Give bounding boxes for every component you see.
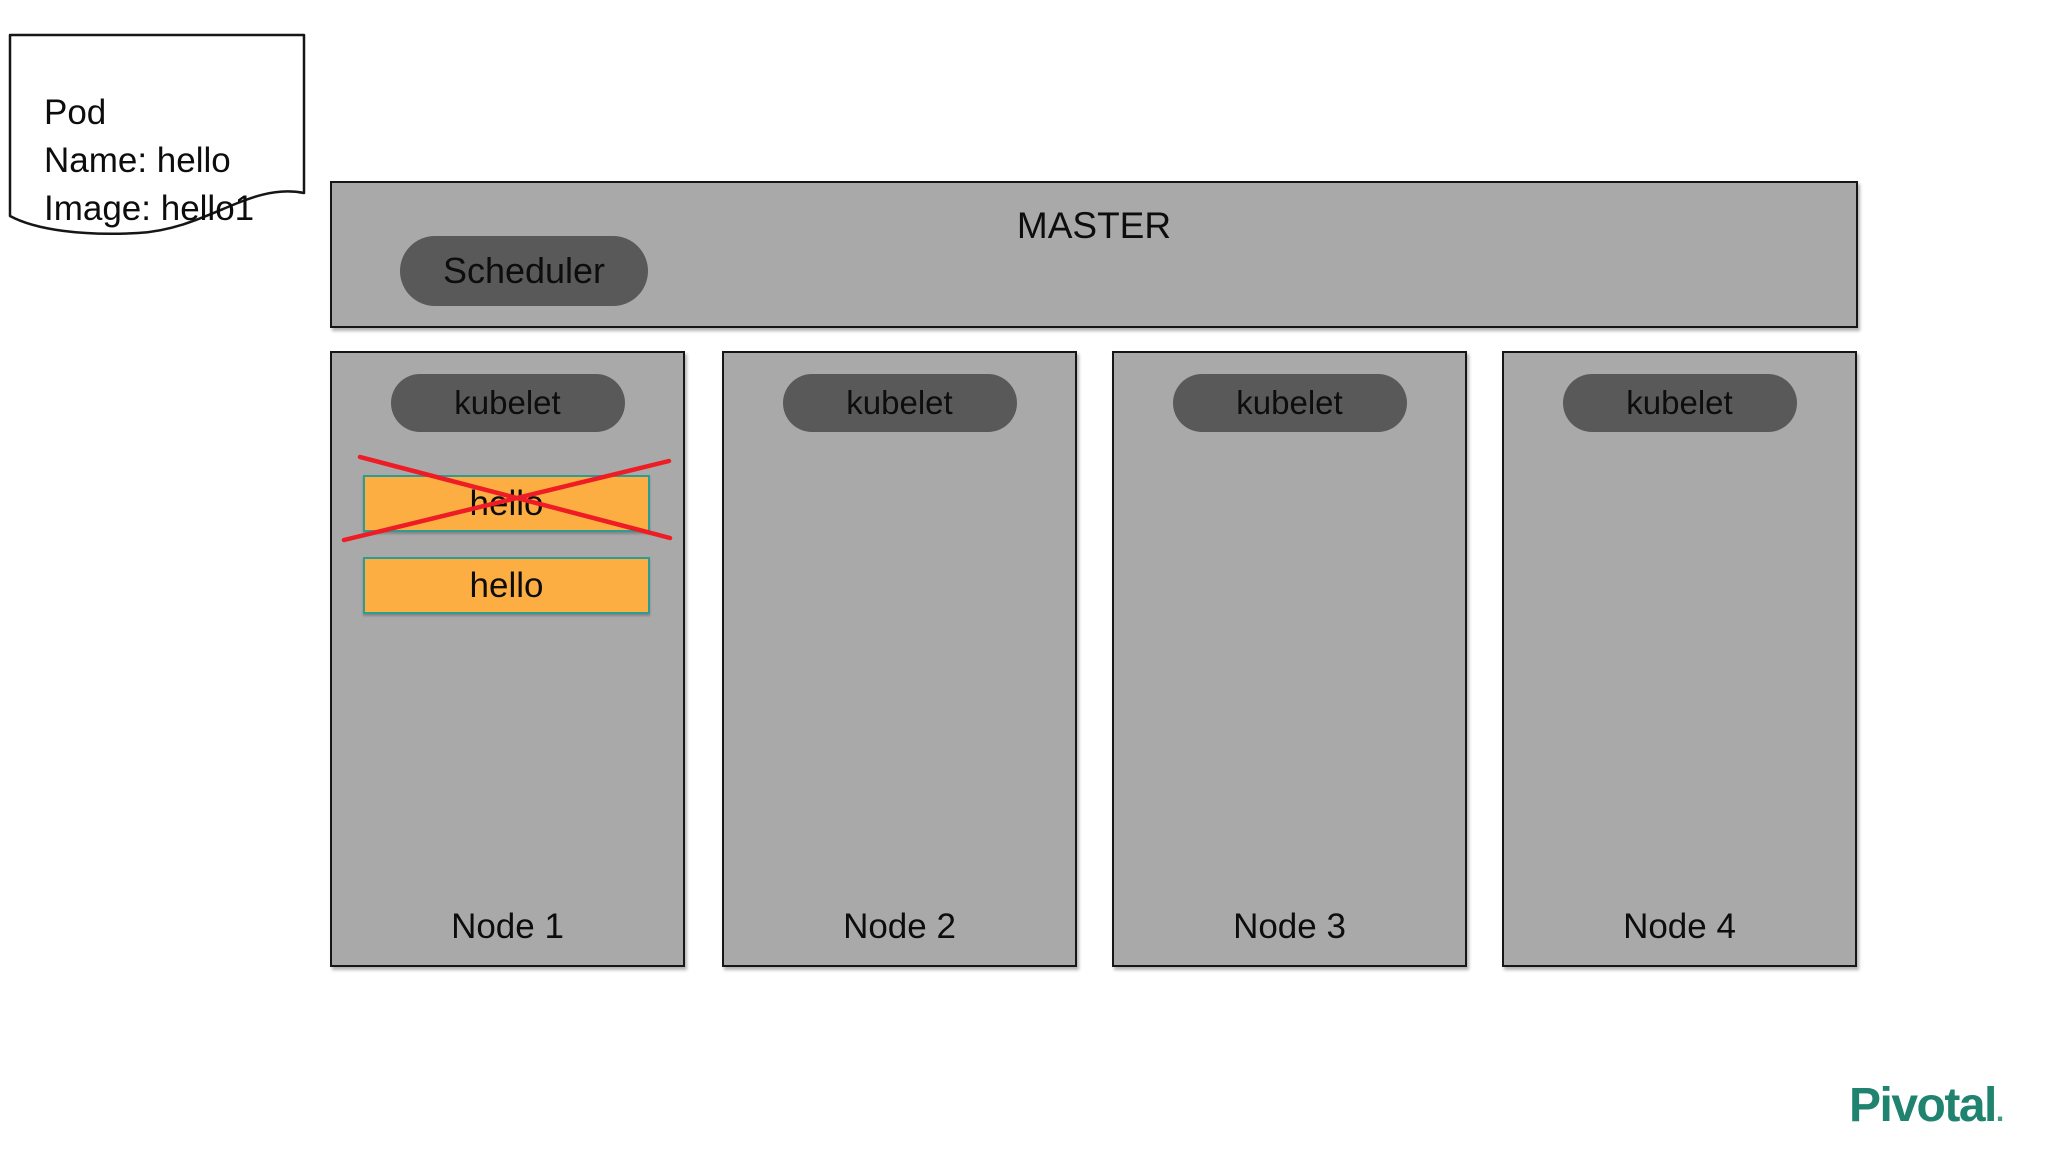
node-1-box: kubelet hello hello Node 1 [330,351,685,967]
node-3-kubelet-pill: kubelet [1172,374,1407,432]
node-4-box: kubelet Node 4 [1502,351,1857,967]
node-4-kubelet-pill: kubelet [1562,374,1797,432]
node-4-label: Node 4 [1623,907,1736,946]
node-2-box: kubelet Node 2 [722,351,1077,967]
pod-hello-crossed: hello [363,475,650,532]
master-box: MASTER Scheduler [330,181,1858,328]
pod-hello-running: hello [363,557,650,614]
scheduler-pill: Scheduler [400,236,648,306]
node-3-box: kubelet Node 3 [1112,351,1467,967]
node-1-kubelet-pill: kubelet [390,374,625,432]
node-2-label: Node 2 [843,907,956,946]
pivotal-logo: Pivotal. [1849,1078,2004,1133]
note-line-name: Name: hello [44,141,231,180]
pivotal-wordmark: Pivotal [1849,1079,1997,1132]
pivotal-trademark-dot: . [1995,1095,2004,1128]
note-line-pod: Pod [44,93,107,132]
node-1-label: Node 1 [451,907,564,946]
master-title: MASTER [1016,205,1172,246]
node-2-kubelet-pill: kubelet [782,374,1017,432]
document-shape [8,33,306,236]
note-line-image: Image: hello1 [44,189,255,228]
node-3-label: Node 3 [1233,907,1346,946]
